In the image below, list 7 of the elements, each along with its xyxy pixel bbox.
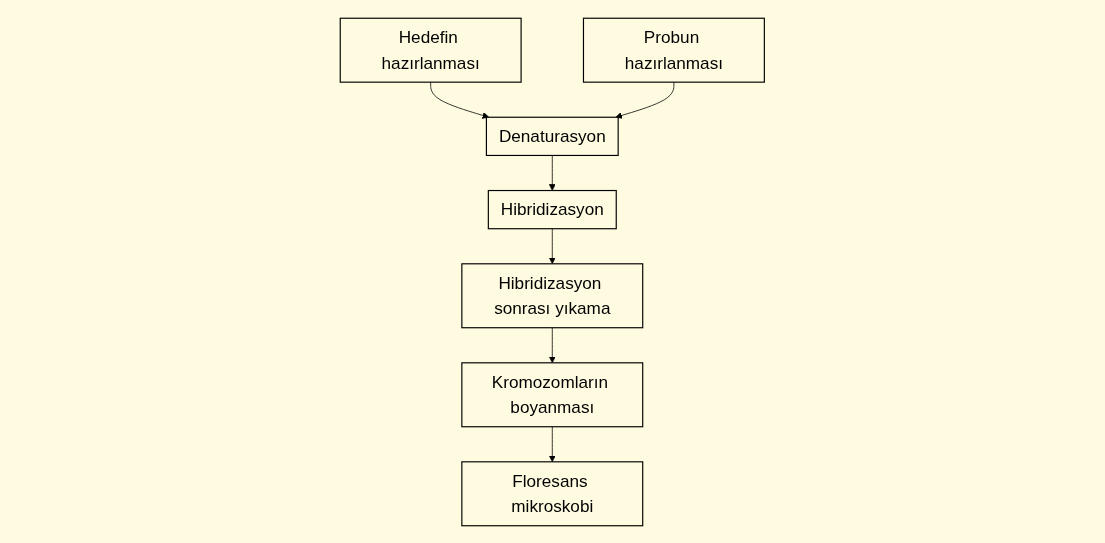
node-box: Probun hazırlanması xyxy=(583,17,766,83)
node-box: Hibridizasyon xyxy=(487,189,618,229)
node-box: Hedefin hazırlanması xyxy=(339,17,522,83)
node-box: Kromozomların boyanması xyxy=(461,361,644,427)
node-box: Floresans mikroskobi xyxy=(461,460,644,526)
node-box: Denaturasyon xyxy=(486,116,619,156)
node-box: Hibridizasyon sonrası yıkama xyxy=(461,262,644,328)
